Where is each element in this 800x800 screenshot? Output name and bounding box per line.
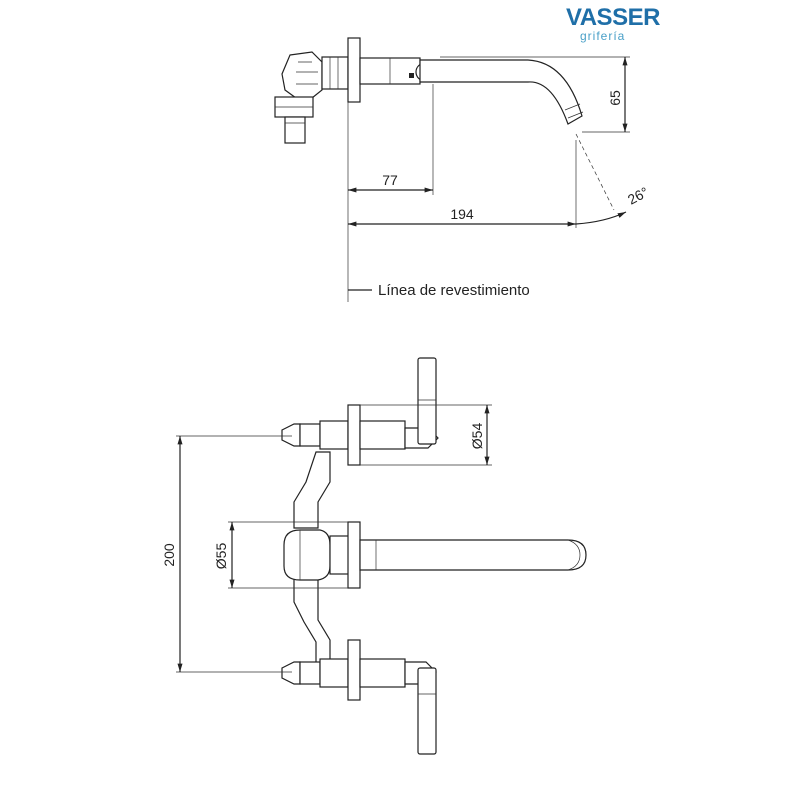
elbow-fitting xyxy=(281,51,349,99)
wall-line-label: Línea de revestimiento xyxy=(378,282,530,299)
brand-name: VASSER xyxy=(566,4,660,31)
dim-rosette-55: Ø55 xyxy=(213,543,229,570)
spout-side xyxy=(419,59,583,125)
center-rosette xyxy=(347,521,361,589)
inlet-pipe xyxy=(274,96,314,144)
dim-center-200: 200 xyxy=(161,543,177,567)
connecting-pipe-front xyxy=(293,451,331,529)
front-view: 200 Ø55 Ø54 xyxy=(161,357,587,755)
dim-angle-26: 26° xyxy=(625,184,651,208)
top-rosette xyxy=(347,404,361,466)
spout-front xyxy=(359,539,587,571)
bottom-handle-lever xyxy=(417,667,437,755)
dim-height-65: 65 xyxy=(607,90,623,106)
bottom-rosette xyxy=(347,639,361,701)
side-view: 65 77 194 26° Línea de revestimiento xyxy=(274,37,651,302)
top-valve-group xyxy=(281,357,439,466)
vasser-logo: VASSER grifería xyxy=(566,6,666,46)
spout-group-front xyxy=(283,521,587,589)
top-handle-lever xyxy=(417,357,437,445)
bottom-valve-group xyxy=(281,639,437,755)
dim-77: 77 xyxy=(382,172,398,188)
wall-rosette-side xyxy=(347,37,361,103)
dim-194: 194 xyxy=(450,206,474,222)
brand-tagline: grifería xyxy=(580,29,626,43)
dim-rosette-54: Ø54 xyxy=(469,423,485,450)
